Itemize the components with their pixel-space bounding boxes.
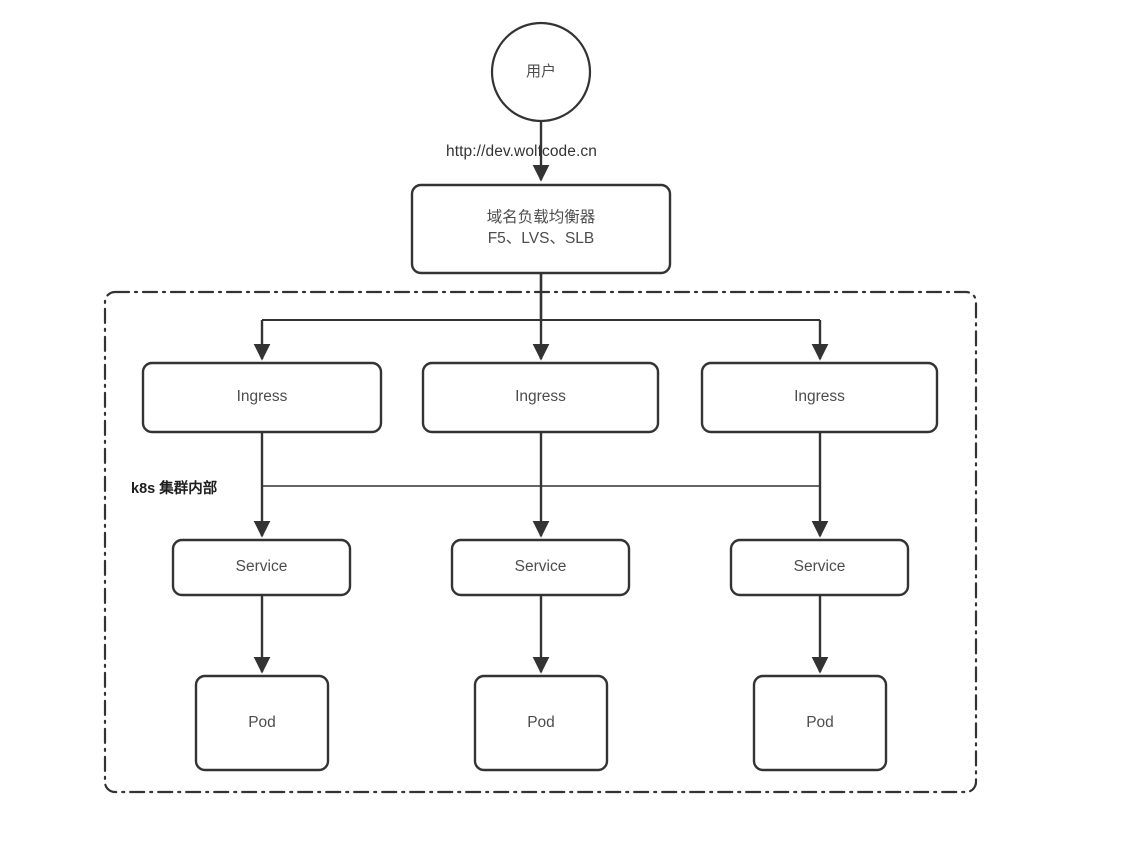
k8s-cluster-label: k8s 集群内部 <box>131 481 218 497</box>
pod-1-node-shape <box>194 674 330 772</box>
service-3-node-shape <box>729 538 910 597</box>
pod-3-node-shape <box>752 674 888 772</box>
user-node-shape <box>490 21 592 123</box>
ingress-3-node-shape <box>700 361 939 434</box>
ingress-2-node-shape <box>421 361 660 434</box>
ingress-1-node-shape <box>141 361 383 434</box>
service-2-node-shape <box>450 538 631 597</box>
edge-label-user-to-loadbalancer: http://dev.wolfcode.cn <box>446 143 597 160</box>
pod-2-node-shape <box>473 674 609 772</box>
service-1-node-shape <box>171 538 352 597</box>
load-balancer-node-shape <box>410 183 672 275</box>
